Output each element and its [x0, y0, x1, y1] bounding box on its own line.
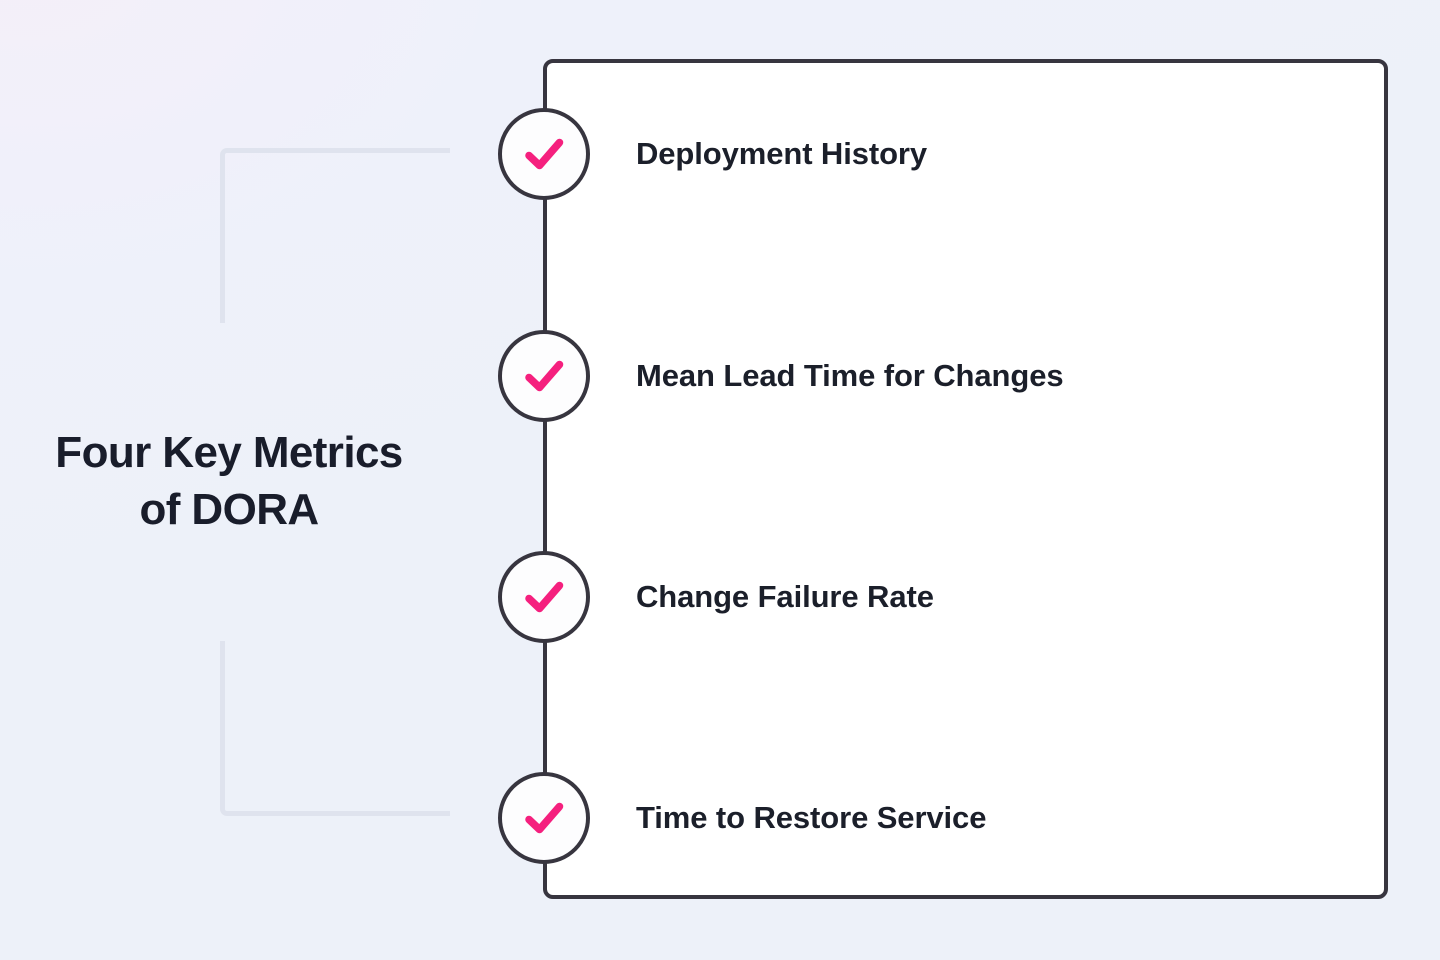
- metric-label: Time to Restore Service: [636, 800, 987, 835]
- metric-label: Mean Lead Time for Changes: [636, 358, 1064, 393]
- metric-label: Deployment History: [636, 136, 928, 171]
- metrics-panel: [543, 59, 1388, 899]
- list-item[interactable]: Time to Restore Service: [498, 772, 986, 864]
- check-icon: [498, 772, 590, 864]
- metric-label: Change Failure Rate: [636, 579, 934, 614]
- title-block: Four Key Metrics of DORA: [0, 424, 458, 538]
- list-item[interactable]: Deployment History: [498, 108, 927, 200]
- page-title: Four Key Metrics of DORA: [55, 428, 403, 534]
- bottom-left-bracket: [220, 641, 450, 816]
- check-icon: [498, 108, 590, 200]
- top-left-bracket: [220, 148, 450, 323]
- check-icon: [498, 330, 590, 422]
- list-item[interactable]: Change Failure Rate: [498, 551, 934, 643]
- check-icon: [498, 551, 590, 643]
- list-item[interactable]: Mean Lead Time for Changes: [498, 330, 1064, 422]
